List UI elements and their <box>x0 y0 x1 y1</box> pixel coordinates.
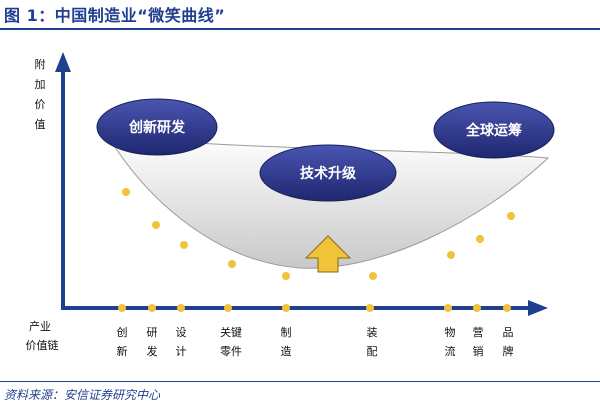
stage-label: 配 <box>367 345 378 358</box>
axis-dot <box>177 304 185 312</box>
bubble-tech-upgrade: 技术升级 <box>259 144 397 202</box>
y-axis-arrowhead <box>55 52 71 72</box>
stage-label: 造 <box>281 344 292 358</box>
bubble-rnd-label: 创新研发 <box>128 119 186 136</box>
stage-label: 营 <box>473 325 484 339</box>
y-axis-label: 附 <box>35 57 46 71</box>
stage-label: 零件 <box>220 345 242 358</box>
stage-label: 计 <box>176 345 187 358</box>
stage-label: 牌 <box>503 344 514 358</box>
stage-label: 物 <box>445 325 456 339</box>
curve-dot <box>447 251 455 259</box>
stage-label: 新 <box>117 344 128 358</box>
curve-dot <box>228 260 236 268</box>
x-axis-label: 产业 <box>29 319 51 333</box>
curve-dot <box>507 212 515 220</box>
bubble-tech-upgrade-shape <box>259 144 397 202</box>
stage-label: 设 <box>176 326 187 339</box>
stage-label: 品 <box>503 326 514 339</box>
bubble-rnd: 创新研发 <box>96 98 218 156</box>
x-axis-label: 价值链 <box>26 338 59 352</box>
axis-dot <box>366 304 374 312</box>
curve-dot <box>476 235 484 243</box>
smile-curve-diagram: 创新研发 技术升级 全球运筹 附加价值产业价值链创新研发设计关键零件制造装配物流… <box>26 52 555 358</box>
axis-dot <box>224 304 232 312</box>
source-note: 资料来源：安信证券研究中心 <box>4 388 161 402</box>
axis-dot <box>473 304 481 312</box>
curve-dot <box>369 272 377 280</box>
stage-label: 关键 <box>220 325 242 339</box>
bubble-global-logistics: 全球运筹 <box>433 101 555 159</box>
y-axis-label: 值 <box>35 118 46 131</box>
stage-label: 装 <box>367 326 378 339</box>
axis-dots <box>118 304 511 312</box>
curve-dot <box>282 272 290 280</box>
axis-dot <box>148 304 156 312</box>
stage-label: 发 <box>147 344 158 358</box>
stage-label: 流 <box>445 344 456 358</box>
curve-dot <box>152 221 160 229</box>
curve-dot <box>122 188 130 196</box>
upgrade-arrow <box>304 235 352 273</box>
bubble-global-logistics-shape <box>433 101 555 159</box>
stage-label: 销 <box>473 344 484 358</box>
figure-title: 图 1：中国制造业“微笑曲线” <box>4 6 226 25</box>
stage-label: 创 <box>117 326 128 339</box>
bubble-rnd-shape <box>96 98 218 156</box>
curve-dot <box>180 241 188 249</box>
curve-dots <box>122 188 515 280</box>
stage-label: 研 <box>147 326 158 339</box>
bubble-global-logistics-label: 全球运筹 <box>465 122 522 139</box>
y-axis-label: 价 <box>35 98 46 111</box>
axis-dot <box>282 304 290 312</box>
bubble-tech-upgrade-label: 技术升级 <box>300 165 357 182</box>
axis-dot <box>444 304 452 312</box>
axis-dot <box>503 304 511 312</box>
stage-label: 制 <box>281 326 292 339</box>
y-axis-label: 加 <box>35 78 46 91</box>
title-underline <box>0 28 600 30</box>
axis-dot <box>118 304 126 312</box>
source-divider <box>0 381 600 382</box>
x-axis-arrowhead <box>528 300 548 316</box>
